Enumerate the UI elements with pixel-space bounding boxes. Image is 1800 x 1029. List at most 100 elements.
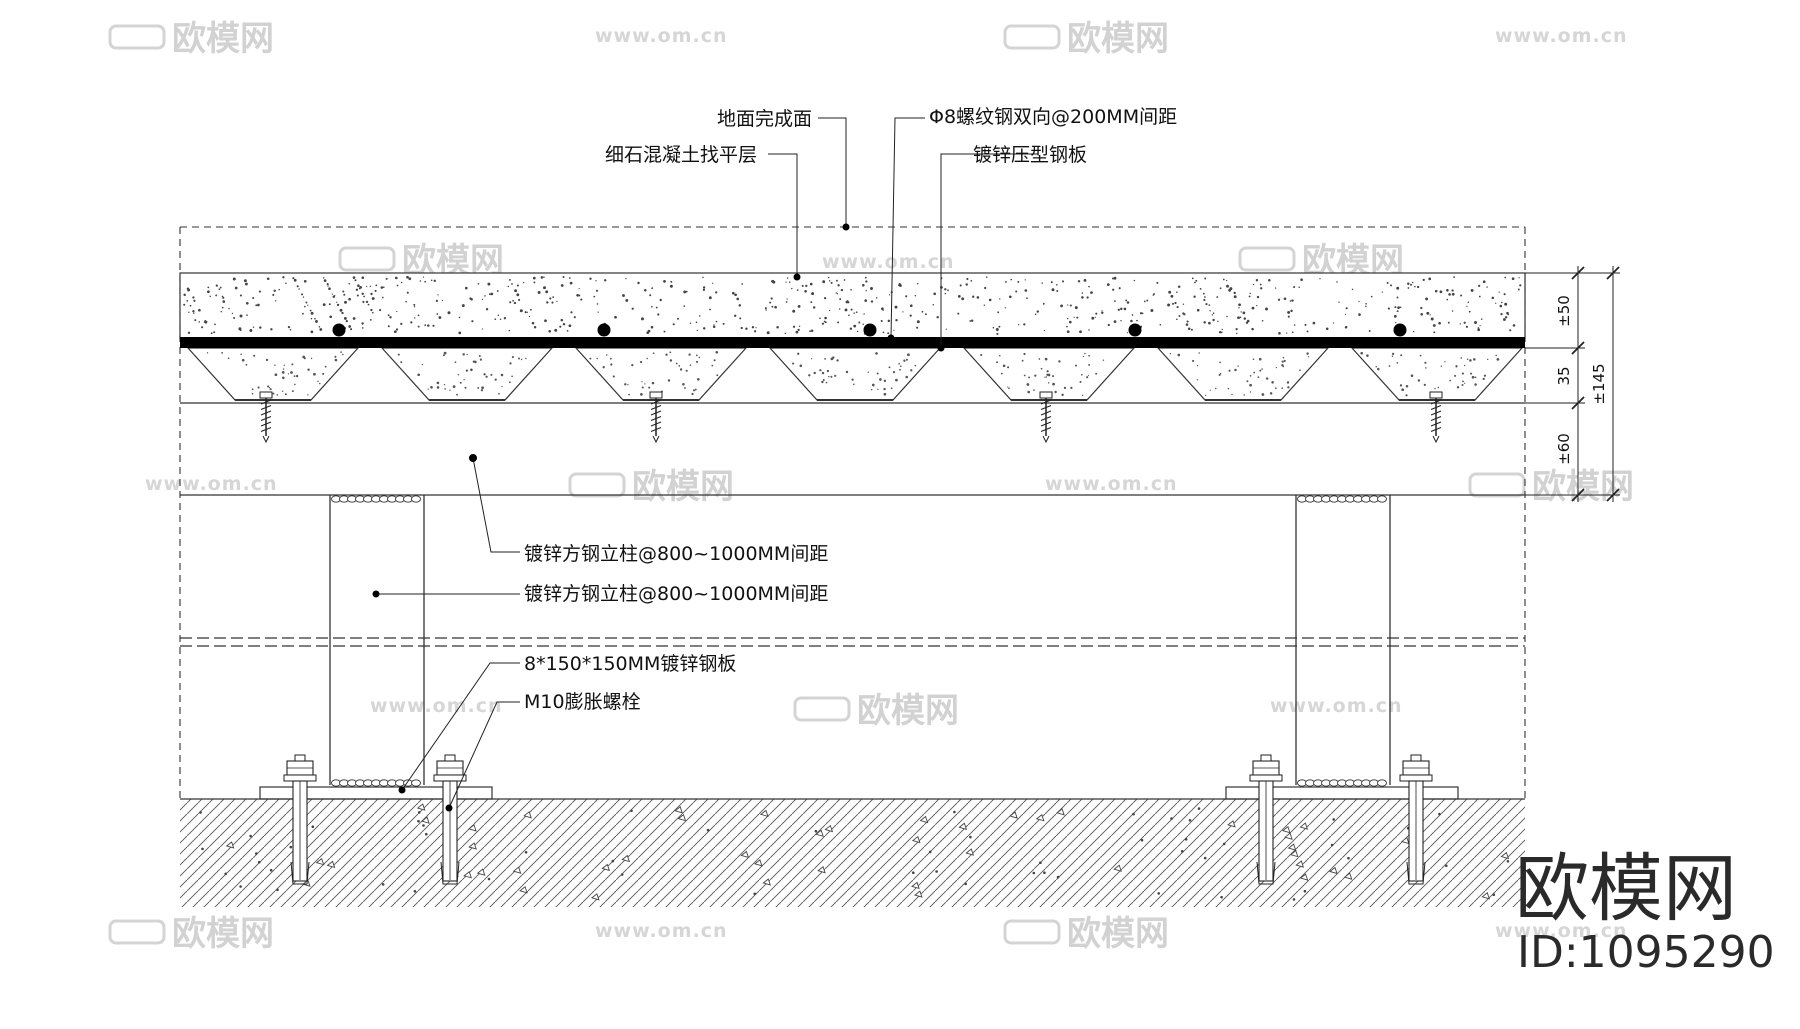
speckle [362,300,365,304]
speckle [850,308,853,311]
rib-speckle [268,386,271,389]
speckle [801,284,804,287]
rib-speckle [480,389,483,392]
speckle [523,281,525,284]
rib-speckle [481,386,484,390]
leader-dots [372,223,945,812]
speckle [1010,278,1013,281]
speckle [568,324,572,328]
speckle [556,300,558,303]
speckle [1345,307,1348,310]
rib-speckle [465,369,469,372]
aggregate [381,883,385,886]
speckle [1500,301,1503,304]
aggregate [1043,871,1046,874]
speckle [819,317,821,320]
speckle [1216,296,1219,298]
aggregate [919,815,929,824]
rib-speckle [631,363,634,367]
speckle [698,315,701,317]
rib-speckle [1375,365,1377,368]
speckle [1426,311,1430,315]
speckle [533,325,537,329]
speckle [1221,328,1223,331]
speckle [712,325,716,329]
speckle [1358,313,1361,316]
speckle [343,316,347,320]
speckle [1256,304,1258,307]
concrete-slab [180,798,1525,907]
aggregate [913,890,923,898]
rib-speckle [1388,365,1391,367]
rib-speckle [274,364,276,366]
aggregate [1056,808,1065,816]
rib-speckle [479,358,482,361]
watermark-sofa-icon [108,919,166,945]
speckle [258,290,261,293]
speckle [1395,321,1397,324]
speckle [804,290,807,293]
aggregate [969,835,972,839]
speckle [252,326,255,328]
aggregate [817,865,826,874]
speckle [1358,300,1360,303]
rib-speckle [1461,372,1464,375]
speckle [385,277,388,280]
label-steel-deck: 镀锌压型钢板 [973,144,1087,166]
speckle [1042,302,1045,305]
speckle [1407,282,1410,285]
rib-speckle [1391,352,1395,356]
speckle [1050,281,1053,284]
speckle [1399,306,1402,309]
speckle [322,277,325,279]
speckle [405,300,407,303]
aggregate [1188,819,1192,822]
speckle [776,326,779,329]
speckle [853,324,857,328]
speckle [345,320,348,323]
brand-logo-text: 欧模网 [1515,846,1737,932]
aggregate [1332,818,1335,821]
speckle [933,292,937,296]
aggregate [1035,814,1045,822]
rib-speckle [1044,376,1046,378]
rib-speckle [334,358,338,362]
rib-speckle [1405,394,1408,397]
speckle [1468,310,1471,313]
speckle [447,311,451,315]
screw-thread [260,405,272,410]
speckle [413,303,416,306]
speckle [540,276,544,279]
speckle [497,314,500,317]
rib-speckle [1084,352,1086,355]
rib-speckle [679,368,683,371]
speckle [1176,306,1179,309]
speckle [715,291,718,294]
speckle [882,309,884,311]
aggregate [289,845,293,849]
speckle [792,309,796,313]
rib-speckle [1079,381,1082,383]
screw-tip [262,435,270,444]
speckle [810,329,814,332]
speckle [792,325,796,328]
speckle [396,284,399,287]
rib-speckle [1198,352,1200,354]
speckle [722,322,725,325]
rib-speckle [899,368,901,371]
speckle [544,319,547,323]
screw-thread [650,399,662,405]
rib-speckle [319,382,321,385]
speckle [419,280,422,282]
rib-speckle [1455,365,1458,368]
speckle [1397,306,1400,309]
speckle [270,328,273,331]
speckle [1286,332,1288,334]
speckle [1008,295,1012,299]
speckle [370,308,373,312]
speckle [252,296,255,300]
speckle [835,292,837,294]
aggregate [249,834,252,838]
aggregate [1506,860,1510,863]
watermark-url: www.om.cn [145,473,278,495]
